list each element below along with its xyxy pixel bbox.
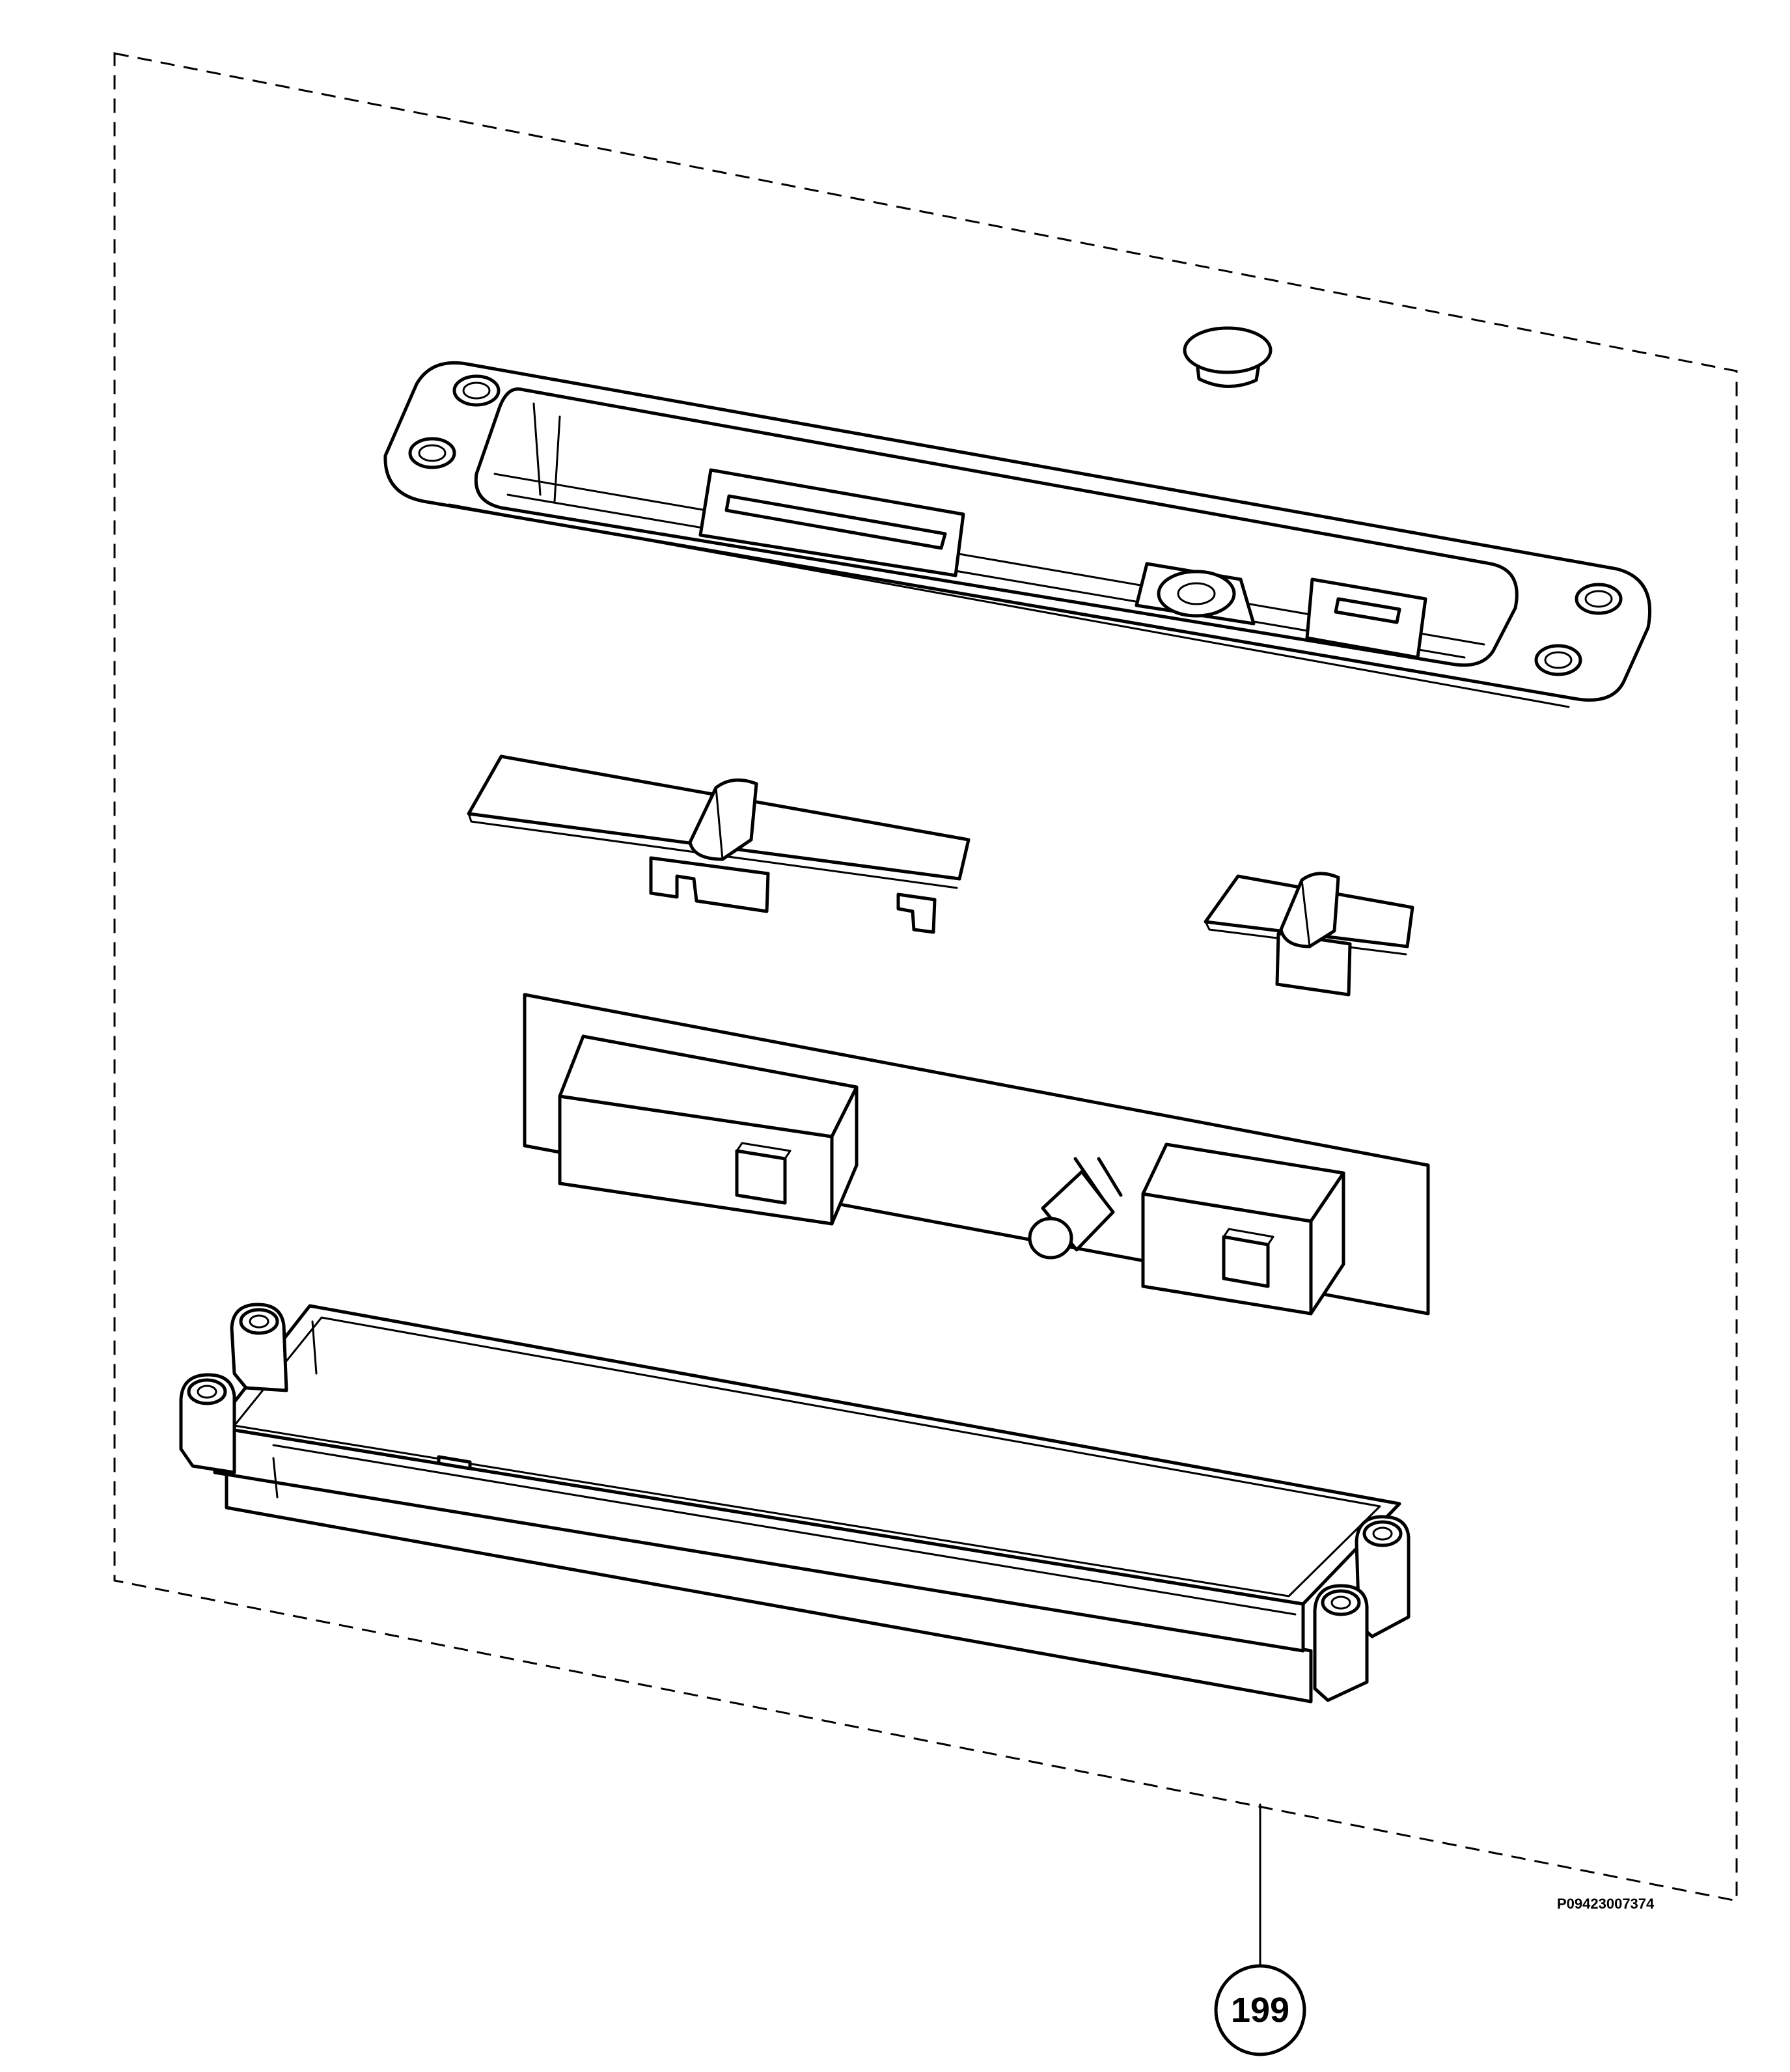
callout-circle xyxy=(1214,1964,1306,2056)
control-circuit-board xyxy=(523,993,1430,1316)
small-slider-button xyxy=(1204,872,1414,997)
assembly-boundary xyxy=(113,52,1738,1902)
part-number-code: P09423007374 xyxy=(1557,1896,1655,1912)
small-cap xyxy=(1183,326,1273,388)
large-slider-button xyxy=(467,754,971,934)
top-cover-frame xyxy=(383,361,1652,708)
lower-housing xyxy=(179,1303,1411,1704)
callout-number: 199 xyxy=(1230,1991,1290,2030)
